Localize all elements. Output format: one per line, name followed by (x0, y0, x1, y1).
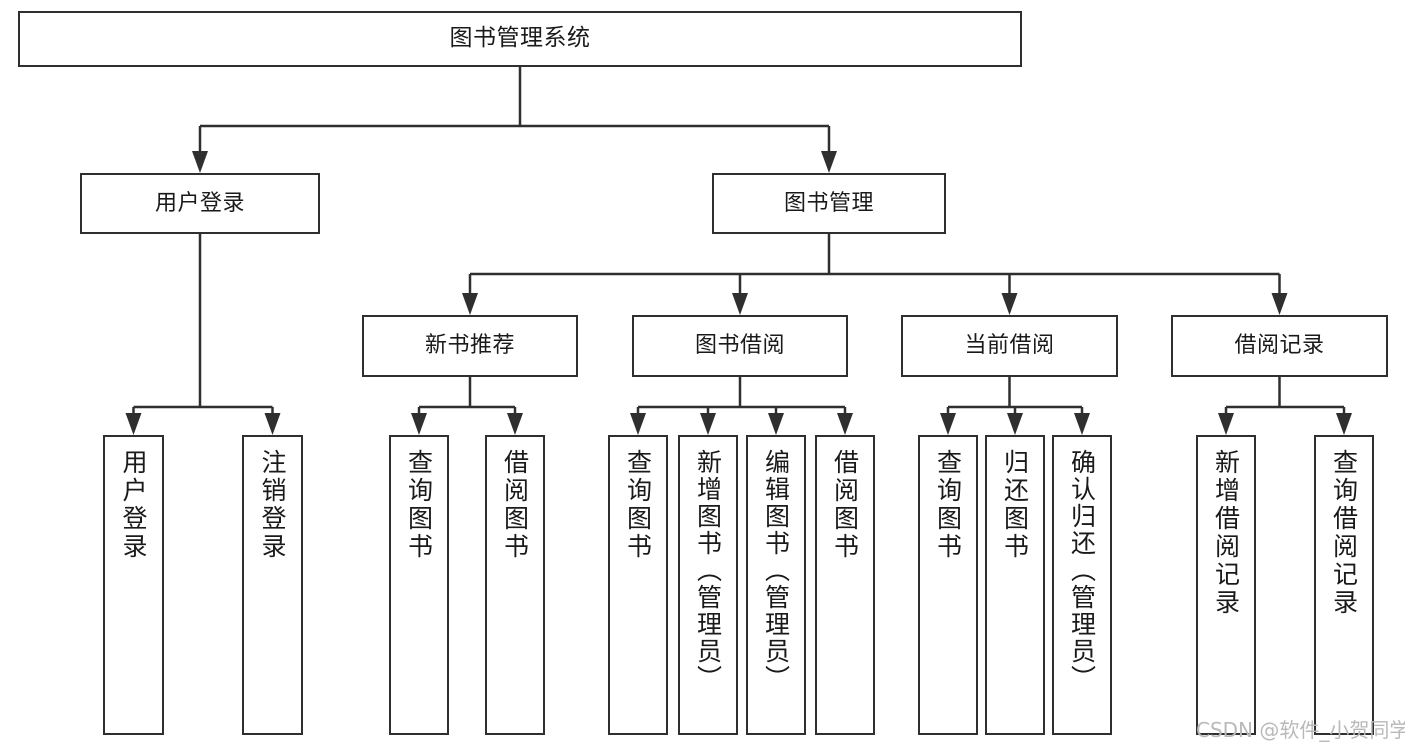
node-leaf-records-add[interactable]: 新增借阅记录 (1196, 435, 1256, 735)
node-newbook[interactable]: 新书推荐 (362, 315, 578, 377)
node-label-login: 用户登录 (154, 190, 245, 216)
arrowhead-leaf-current-query (940, 413, 956, 435)
arrowhead-leaf-borrow-query (630, 413, 646, 435)
node-label-root: 图书管理系统 (449, 25, 591, 52)
node-label-newbook: 新书推荐 (424, 333, 515, 359)
arrowhead-login (192, 151, 208, 173)
arrowhead-leaf-borrow-lend (837, 413, 853, 435)
arrowhead-borrow (732, 293, 748, 315)
node-leaf-borrow-add[interactable]: 新增图书（管理员） (678, 435, 738, 735)
arrowhead-leaf-current-confirm (1074, 413, 1090, 435)
node-label-leaf-records-query: 查询借阅记录 (1329, 449, 1359, 617)
node-label-leaf-borrow-lend: 借阅图书 (830, 449, 860, 561)
arrowhead-leaf-newbook-query (411, 413, 427, 435)
node-label-leaf-user-login: 用户登录 (119, 449, 148, 561)
arrowhead-leaf-records-add (1218, 413, 1234, 435)
arrowhead-leaf-borrow-add (700, 413, 716, 435)
arrowhead-leaf-current-return (1007, 413, 1023, 435)
node-label-leaf-current-confirm: 确认归还（管理员） (1067, 449, 1097, 692)
node-label-leaf-user-logout: 注销登录 (258, 449, 287, 561)
node-current[interactable]: 当前借阅 (901, 315, 1118, 377)
node-root[interactable]: 图书管理系统 (18, 11, 1022, 67)
node-leaf-user-logout[interactable]: 注销登录 (242, 435, 303, 735)
node-leaf-records-query[interactable]: 查询借阅记录 (1314, 435, 1374, 735)
node-label-borrow: 图书借阅 (694, 333, 785, 359)
arrowhead-leaf-borrow-edit (768, 413, 784, 435)
node-label-bookmgmt: 图书管理 (783, 190, 874, 216)
node-label-leaf-current-query: 查询图书 (933, 449, 963, 561)
node-leaf-newbook-query[interactable]: 查询图书 (389, 435, 449, 735)
node-label-leaf-borrow-add: 新增图书（管理员） (693, 449, 723, 692)
node-label-leaf-records-add: 新增借阅记录 (1211, 449, 1241, 617)
node-label-leaf-current-return: 归还图书 (1000, 449, 1030, 561)
node-label-leaf-borrow-edit: 编辑图书（管理员） (761, 449, 791, 692)
arrowhead-leaf-user-login (125, 413, 142, 435)
node-leaf-newbook-borrow[interactable]: 借阅图书 (485, 435, 545, 735)
node-label-leaf-borrow-query: 查询图书 (623, 449, 653, 561)
arrowhead-leaf-records-query (1336, 413, 1352, 435)
node-leaf-current-confirm[interactable]: 确认归还（管理员） (1052, 435, 1112, 735)
node-leaf-current-query[interactable]: 查询图书 (918, 435, 978, 735)
node-leaf-current-return[interactable]: 归还图书 (985, 435, 1045, 735)
node-leaf-borrow-query[interactable]: 查询图书 (608, 435, 668, 735)
node-label-current: 当前借阅 (964, 333, 1055, 359)
arrowhead-records (1271, 293, 1288, 315)
arrowhead-bookmgmt (821, 151, 837, 173)
node-login[interactable]: 用户登录 (80, 173, 320, 234)
arrowhead-leaf-user-logout (264, 413, 281, 435)
arrowhead-newbook (462, 293, 478, 315)
arrowhead-leaf-newbook-borrow (507, 413, 523, 435)
node-label-leaf-newbook-query: 查询图书 (404, 449, 434, 561)
watermark-text: CSDN @软件_小贺同学 (1196, 718, 1405, 742)
node-label-records: 借阅记录 (1234, 333, 1325, 359)
node-leaf-borrow-edit[interactable]: 编辑图书（管理员） (746, 435, 806, 735)
node-leaf-borrow-lend[interactable]: 借阅图书 (815, 435, 875, 735)
arrowhead-current (1001, 293, 1018, 315)
node-borrow[interactable]: 图书借阅 (632, 315, 848, 377)
node-leaf-user-login[interactable]: 用户登录 (103, 435, 164, 735)
node-label-leaf-newbook-borrow: 借阅图书 (500, 449, 530, 561)
node-records[interactable]: 借阅记录 (1171, 315, 1388, 377)
node-bookmgmt[interactable]: 图书管理 (712, 173, 946, 234)
